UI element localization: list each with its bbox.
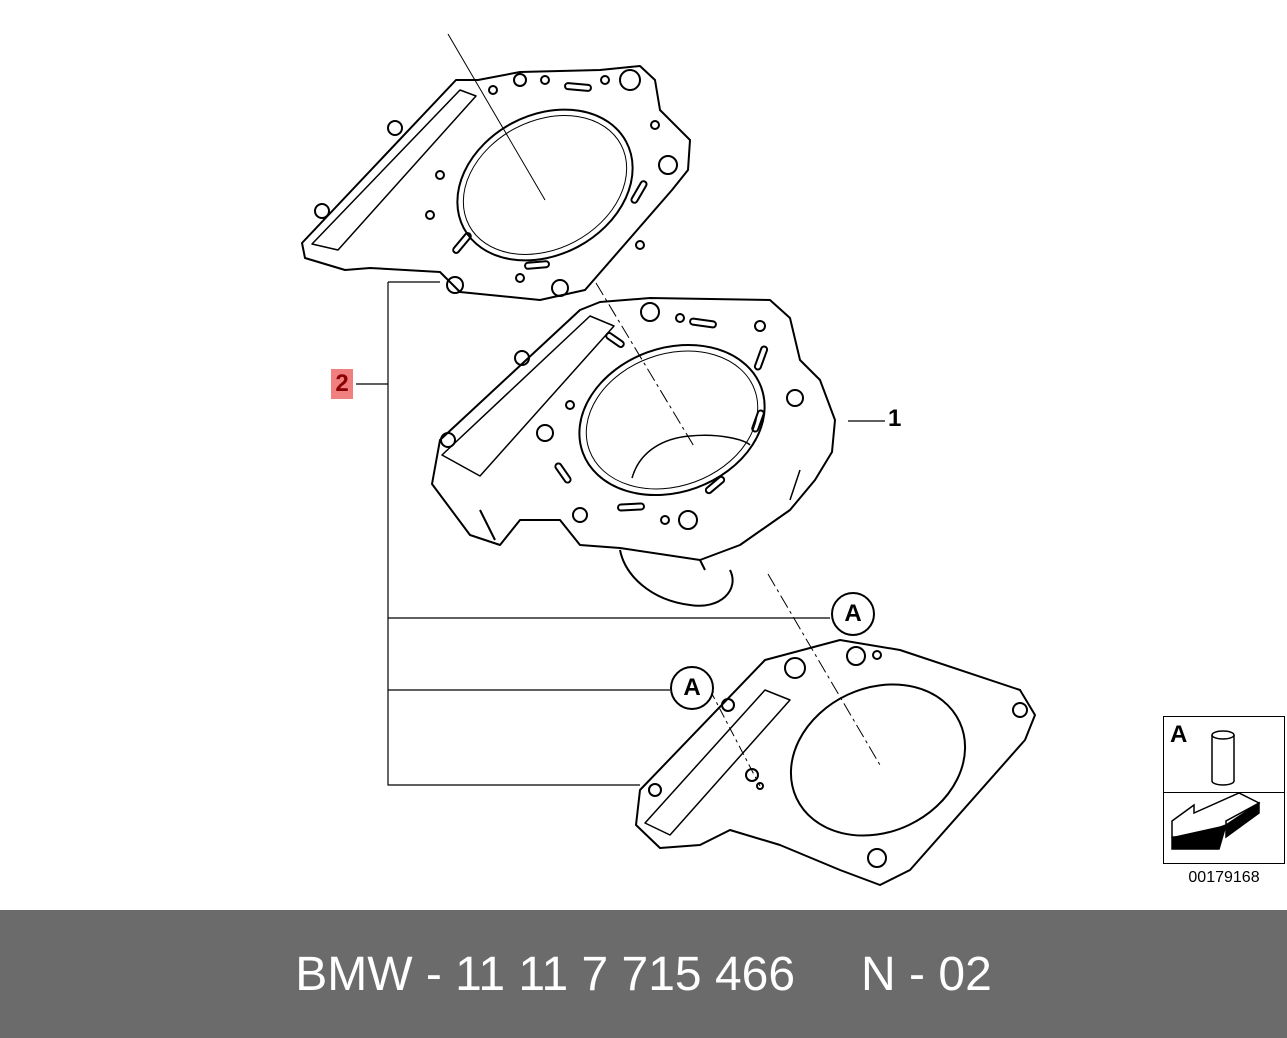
parts-diagram: 2 1 A A A 00179168 <box>301 33 1285 886</box>
page-label: N - 02 <box>861 947 992 1001</box>
dowel-pin-icon <box>1211 730 1235 786</box>
lower-gasket <box>635 639 1036 886</box>
arrow-left-icon <box>1171 792 1261 850</box>
footer-bar: BMW - 11 11 7 715 466 N - 02 <box>0 910 1287 1038</box>
legend-letter: A <box>1170 721 1188 748</box>
axis-line-middle <box>595 282 696 449</box>
callout-part-2[interactable]: 2 <box>331 369 353 399</box>
image-number: 00179168 <box>1188 869 1260 886</box>
axis-line-lower <box>767 573 881 766</box>
legend-icons <box>1171 730 1261 850</box>
axis-line-pin <box>709 689 761 787</box>
legend-box: A <box>1163 716 1285 864</box>
marker-a-upper: A <box>831 592 875 636</box>
cylinder-body <box>431 297 836 607</box>
callout-part-1[interactable]: 1 <box>888 405 902 432</box>
leader-lines <box>356 281 885 786</box>
footer-text: BMW - 11 11 7 715 466 N - 02 <box>0 910 1287 1038</box>
axis-line-upper <box>447 33 546 201</box>
marker-a-lower: A <box>670 666 714 710</box>
legend-divider <box>1164 792 1284 793</box>
part-number-label: BMW - 11 11 7 715 466 <box>295 947 796 1001</box>
upper-gasket <box>301 65 691 301</box>
diagram-drawing <box>301 33 1036 886</box>
